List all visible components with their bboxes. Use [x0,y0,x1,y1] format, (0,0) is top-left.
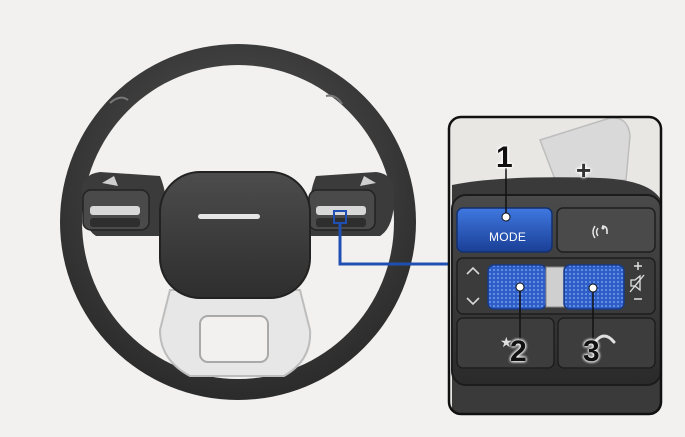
airbag-hub [159,171,311,299]
mode-button-label: MODE [489,230,527,244]
phone-icon [593,334,616,344]
hub-emblem [198,214,260,219]
leader-anchor [333,210,347,224]
phone-button [557,317,656,369]
detail-inset: ★ [447,115,663,416]
leader-line [338,222,449,266]
callout-2: 2 [510,335,527,368]
steering-wheel [60,44,416,400]
star-icon: ★ [500,335,513,351]
voice-button [556,207,656,253]
mute-icon [629,274,645,293]
inset-frame [447,115,663,416]
chevron-up-icon [466,266,480,275]
favorite-button [456,317,555,369]
volume-plus-icon [634,262,642,270]
voice-recognition-icon [592,225,608,239]
mode-button [456,207,553,253]
callout-1: 1 [496,141,513,174]
chevron-down-icon [466,297,480,306]
paddle-plus-label: + [576,155,592,185]
callout-3: 3 [583,335,600,368]
